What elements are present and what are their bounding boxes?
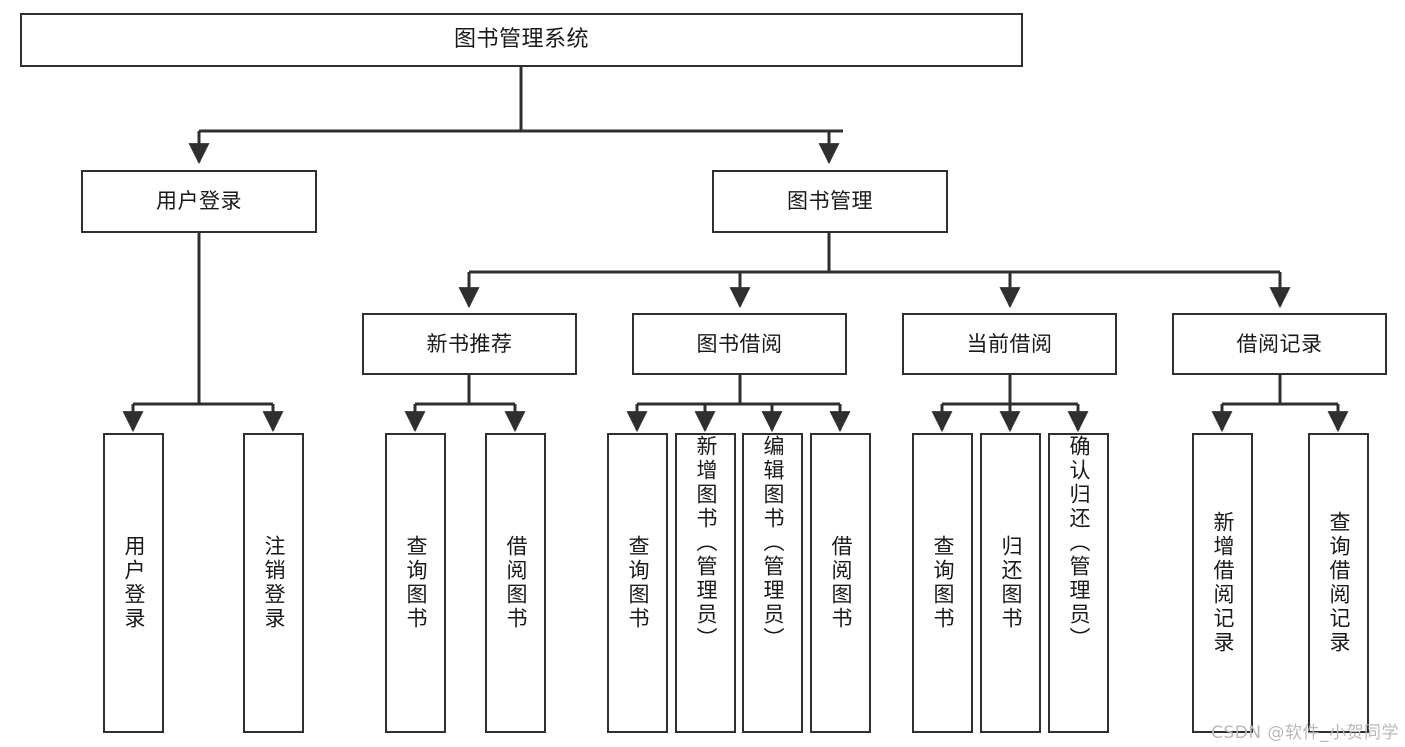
- node-new-book-recommend[interactable]: 新书推荐: [362, 313, 577, 375]
- node-label: 借阅图书: [504, 535, 528, 631]
- leaf-borrow-add-book-admin[interactable]: 新增图书（管理员）: [675, 433, 736, 733]
- leaf-current-confirm-return-admin[interactable]: 确认归还（管理员）: [1048, 433, 1109, 733]
- leaf-record-query-record[interactable]: 查询借阅记录: [1308, 433, 1369, 733]
- node-label: 注销登录: [262, 535, 286, 631]
- node-label: 当前借阅: [966, 331, 1053, 356]
- node-label: 用户登录: [156, 189, 242, 214]
- node-label: 查询图书: [404, 535, 428, 631]
- leaf-current-return-book[interactable]: 归还图书: [980, 433, 1041, 733]
- node-label: 查询图书: [931, 535, 955, 631]
- node-label: 新书推荐: [426, 331, 513, 356]
- node-label: 新增借阅记录: [1211, 511, 1235, 655]
- node-book-management[interactable]: 图书管理: [712, 170, 948, 233]
- leaf-recommend-borrow-book[interactable]: 借阅图书: [485, 433, 546, 733]
- node-label: 编辑图书（管理员）: [761, 435, 785, 651]
- node-user-login[interactable]: 用户登录: [81, 170, 317, 233]
- node-current-borrow[interactable]: 当前借阅: [902, 313, 1117, 375]
- leaf-current-query-book[interactable]: 查询图书: [912, 433, 973, 733]
- leaf-borrow-query-book[interactable]: 查询图书: [607, 433, 668, 733]
- node-label: 图书管理: [787, 189, 873, 214]
- node-label: 借阅记录: [1236, 331, 1323, 356]
- leaf-recommend-query-book[interactable]: 查询图书: [385, 433, 446, 733]
- node-label: 图书借阅: [696, 331, 783, 356]
- watermark: CSDN @软件_小贺同学: [1211, 723, 1399, 743]
- node-label: 借阅图书: [829, 535, 853, 631]
- leaf-record-add-record[interactable]: 新增借阅记录: [1192, 433, 1253, 733]
- node-label: 归还图书: [999, 535, 1023, 631]
- node-label: 确认归还（管理员）: [1067, 435, 1091, 651]
- node-root-system[interactable]: 图书管理系统: [20, 13, 1023, 67]
- leaf-borrow-edit-book-admin[interactable]: 编辑图书（管理员）: [742, 433, 803, 733]
- node-label: 图书管理系统: [453, 27, 589, 53]
- node-label: 用户登录: [122, 535, 146, 631]
- leaf-borrow-borrow-book[interactable]: 借阅图书: [810, 433, 871, 733]
- node-book-borrow[interactable]: 图书借阅: [632, 313, 847, 375]
- node-borrow-record[interactable]: 借阅记录: [1172, 313, 1387, 375]
- leaf-user-login-login[interactable]: 用户登录: [103, 433, 164, 733]
- node-label: 查询借阅记录: [1327, 511, 1351, 655]
- node-label: 查询图书: [626, 535, 650, 631]
- node-label: 新增图书（管理员）: [694, 435, 718, 651]
- leaf-user-login-logout[interactable]: 注销登录: [243, 433, 304, 733]
